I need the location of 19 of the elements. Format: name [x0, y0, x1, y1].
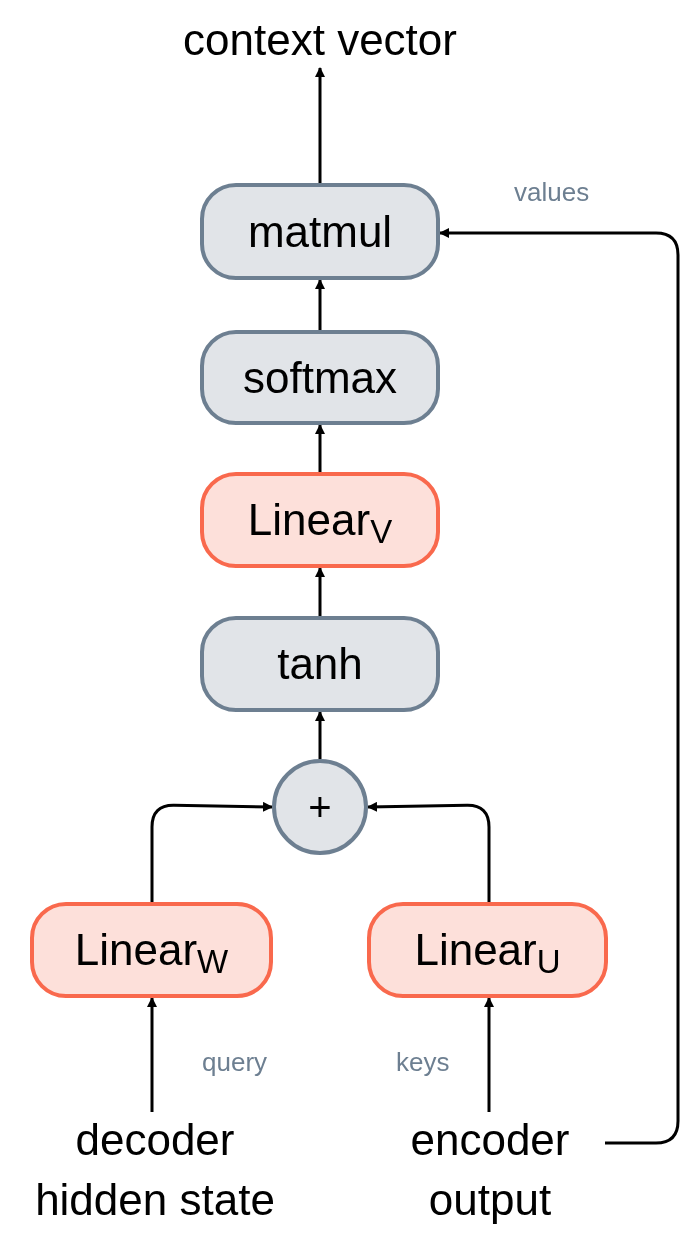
arrow — [315, 567, 325, 616]
arrow — [367, 801, 491, 902]
text-label: encoder output — [375, 1110, 605, 1230]
arrow — [315, 279, 325, 330]
text-label: context vector — [150, 10, 490, 70]
arrow — [147, 997, 157, 1112]
arrow — [150, 801, 273, 902]
arrow — [315, 424, 325, 472]
process-box: tanh — [200, 616, 440, 712]
process-box: matmul — [200, 183, 440, 280]
arrow — [315, 711, 325, 759]
process-box: softmax — [200, 330, 440, 425]
arrow — [439, 228, 680, 1145]
text-label: decoder hidden state — [10, 1110, 300, 1230]
linear-layer-box: Linear$_{V}$ — [200, 472, 440, 568]
linear-layer-box: Linear$_{W}$ — [30, 902, 273, 998]
arrow — [484, 997, 494, 1112]
linear-layer-box: Linear$_{U}$ — [367, 902, 608, 998]
arrow — [315, 67, 325, 183]
